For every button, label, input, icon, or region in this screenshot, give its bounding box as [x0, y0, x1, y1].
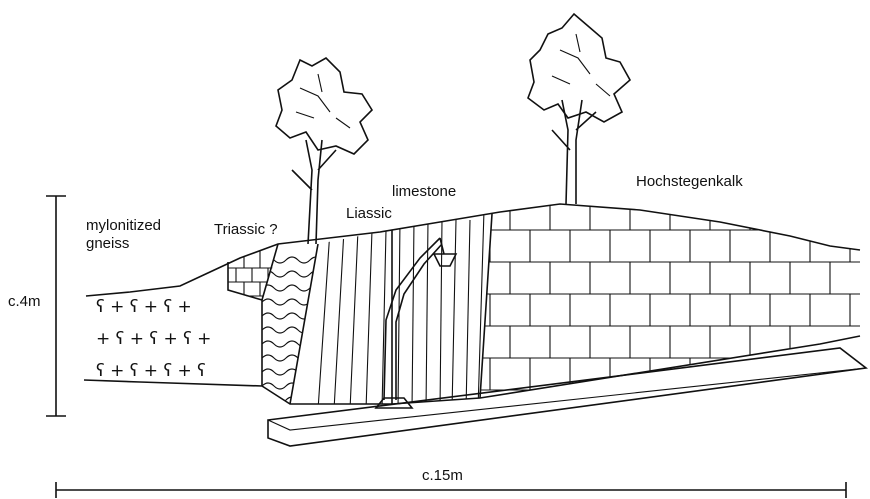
label-limestone: limestone	[392, 183, 456, 200]
tree-right-icon	[528, 14, 630, 204]
label-gneiss-line2: gneiss	[86, 235, 129, 252]
label-hochstegenkalk: Hochstegenkalk	[636, 173, 743, 190]
svg-text:ʕ + ʕ + ʕ +: ʕ + ʕ + ʕ +	[96, 297, 192, 317]
svg-text:ʕ + ʕ + ʕ + ʕ: ʕ + ʕ + ʕ + ʕ	[96, 361, 206, 381]
horizontal-scale-bar	[56, 482, 846, 498]
road	[268, 348, 866, 446]
hochstegenkalk-brick-pattern	[480, 200, 860, 390]
label-triassic: Triassic ?	[214, 221, 278, 238]
liassic-line-pattern	[318, 230, 386, 410]
label-liassic: Liassic	[346, 205, 392, 222]
gneiss-symbols: ʕ + ʕ + ʕ + + ʕ + ʕ + ʕ + ʕ + ʕ + ʕ + ʕ	[96, 297, 211, 381]
label-gneiss-line1: mylonitized	[86, 217, 161, 234]
gneiss-outline	[86, 204, 860, 296]
label-horizontal-scale: c.15m	[422, 467, 463, 484]
vertical-scale-bar	[46, 196, 66, 416]
label-vertical-scale: c.4m	[8, 293, 41, 310]
svg-text:+ ʕ + ʕ + ʕ +: + ʕ + ʕ + ʕ +	[96, 329, 211, 349]
lamp-post-icon	[376, 238, 456, 408]
